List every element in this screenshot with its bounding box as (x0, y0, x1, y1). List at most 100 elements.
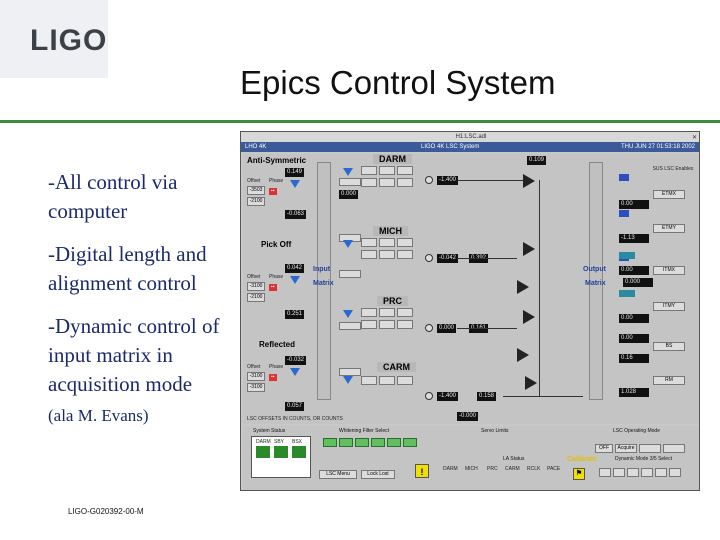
offset-field-po-2[interactable]: -2100 (247, 293, 265, 302)
mode-select-3[interactable] (627, 468, 639, 477)
gauge-label-1: DARM (256, 439, 271, 445)
darm-filter-3[interactable] (397, 166, 413, 175)
offset-field-as-1[interactable]: -3503 (247, 186, 265, 195)
reflected-label: Reflected (259, 340, 296, 349)
rm-button[interactable]: RM (653, 376, 685, 385)
gauge-bar-2 (274, 446, 288, 458)
darm-gain-icon (343, 168, 353, 176)
status-label-6: PACE (547, 466, 561, 472)
whitening-button-2[interactable] (339, 438, 353, 447)
gauge-label-3: BSX (292, 439, 303, 445)
carm-signal-line (503, 396, 583, 397)
darm-value: 0.109 (527, 156, 547, 165)
prc-filter-3[interactable] (397, 308, 413, 317)
darm-amp-icon (523, 174, 535, 188)
input-matrix-column (317, 162, 331, 400)
matrix-button-5[interactable] (339, 368, 361, 376)
mich-filter-2[interactable] (379, 238, 395, 247)
prc-sum-icon (425, 324, 433, 332)
po-gain-triangle-icon (290, 276, 300, 284)
matrix-label: Matrix (313, 280, 334, 287)
close-icon[interactable]: ✕ (691, 135, 697, 141)
carm-filter-3[interactable] (397, 376, 413, 385)
title-divider (0, 120, 720, 123)
status-label-4: CARM (505, 466, 520, 472)
lock-lost-button[interactable]: Lock Lost (361, 470, 395, 479)
mode-select-2[interactable] (613, 468, 625, 477)
out-value-4: 0.000 (623, 278, 653, 287)
offset-field-po-1[interactable]: -3100 (247, 282, 265, 291)
mode-select-6[interactable] (669, 468, 681, 477)
darm-filter-5[interactable] (379, 178, 395, 187)
etmy-button[interactable]: ETMY (653, 224, 685, 233)
signal-gauge: DARM SBY BSX (251, 436, 311, 478)
mode-select-4[interactable] (641, 468, 653, 477)
whitening-button-5[interactable] (387, 438, 401, 447)
anti-symmetric-label: Anti-Symmetric (247, 156, 307, 165)
offset-label-2: Offset (247, 274, 261, 280)
out-value-1: 0.00 (619, 200, 649, 209)
etmx-button[interactable]: ETMX (653, 190, 685, 199)
prc-signal-line (457, 328, 517, 329)
enable-indicator-1 (619, 174, 629, 181)
matrix-button-1[interactable] (339, 178, 361, 186)
carm-filter-2[interactable] (379, 376, 395, 385)
status-label-1: DARM (443, 466, 458, 472)
whitening-button-1[interactable] (323, 438, 337, 447)
phase-tag-as: ▪▪ (269, 188, 277, 195)
phase-label-2: Phase (269, 274, 284, 280)
offset-field-as-2[interactable]: -2100 (247, 197, 265, 206)
out-value-5: 0.00 (619, 314, 649, 323)
status-label-2: MICH (465, 466, 478, 472)
darm-filter-2[interactable] (379, 166, 395, 175)
matrix-button-4[interactable] (339, 322, 361, 330)
prc-filter-5[interactable] (379, 320, 395, 329)
alert-button[interactable]: ! (415, 464, 429, 478)
out-value-7: 0.16 (619, 354, 649, 363)
mode-select-5[interactable] (655, 468, 667, 477)
mich-filter-1[interactable] (361, 238, 377, 247)
carm-gain-icon (343, 376, 353, 384)
darm-filter-6[interactable] (397, 178, 413, 187)
itmx-button[interactable]: ITMX (653, 266, 685, 275)
whitening-button-4[interactable] (371, 438, 385, 447)
prc-filter-2[interactable] (379, 308, 395, 317)
calibrate-button[interactable]: ⚑ (573, 468, 585, 480)
refl-gain-triangle-icon (290, 368, 300, 376)
prc-filter-4[interactable] (361, 320, 377, 329)
mich-filter-6[interactable] (397, 250, 413, 259)
out-status-1 (619, 252, 635, 259)
la-status-title: LA Status (503, 456, 525, 462)
prc-amp-icon (523, 310, 535, 324)
carm-filter-1[interactable] (361, 376, 377, 385)
prc-filter-6[interactable] (397, 320, 413, 329)
mich-filter-3[interactable] (397, 238, 413, 247)
bullet-3: -Dynamic control of input matrix in acqu… (48, 314, 220, 396)
darm-output: -1.400 (437, 176, 459, 185)
prc-filter-1[interactable] (361, 308, 377, 317)
mich-filter-4[interactable] (361, 250, 377, 259)
darm-filter-1[interactable] (361, 166, 377, 175)
mich-value: -0.042 (437, 254, 459, 263)
offset-field-refl-1[interactable]: -3100 (247, 372, 265, 381)
whitening-button-3[interactable] (355, 438, 369, 447)
itmy-button[interactable]: ITMY (653, 302, 685, 311)
lsc-control-screen: H1:LSC.adl ✕ LHO 4K LIGO 4K LSC System T… (240, 131, 700, 491)
lsc-mode-button-4[interactable] (663, 444, 685, 453)
offset-field-refl-2[interactable]: -3100 (247, 383, 265, 392)
lsc-mode-acquire-button[interactable]: Acquire (615, 444, 637, 453)
matrix-button-3[interactable] (339, 270, 361, 278)
out-value-8: 1.028 (619, 388, 649, 397)
lsc-mode-off-button[interactable]: OFF (595, 444, 613, 453)
lsc-mode-button-3[interactable] (639, 444, 661, 453)
output-label: Output (583, 266, 606, 273)
feedback-bus-line (539, 180, 540, 396)
window-title: H1:LSC.adl (455, 134, 487, 140)
lsc-menu-button[interactable]: LSC Menu (319, 470, 357, 479)
bs-button[interactable]: BS (653, 342, 685, 351)
darm-sub-value: 0.000 (339, 190, 359, 199)
mode-select-1[interactable] (599, 468, 611, 477)
whitening-button-6[interactable] (403, 438, 417, 447)
darm-filter-4[interactable] (361, 178, 377, 187)
mich-filter-5[interactable] (379, 250, 395, 259)
